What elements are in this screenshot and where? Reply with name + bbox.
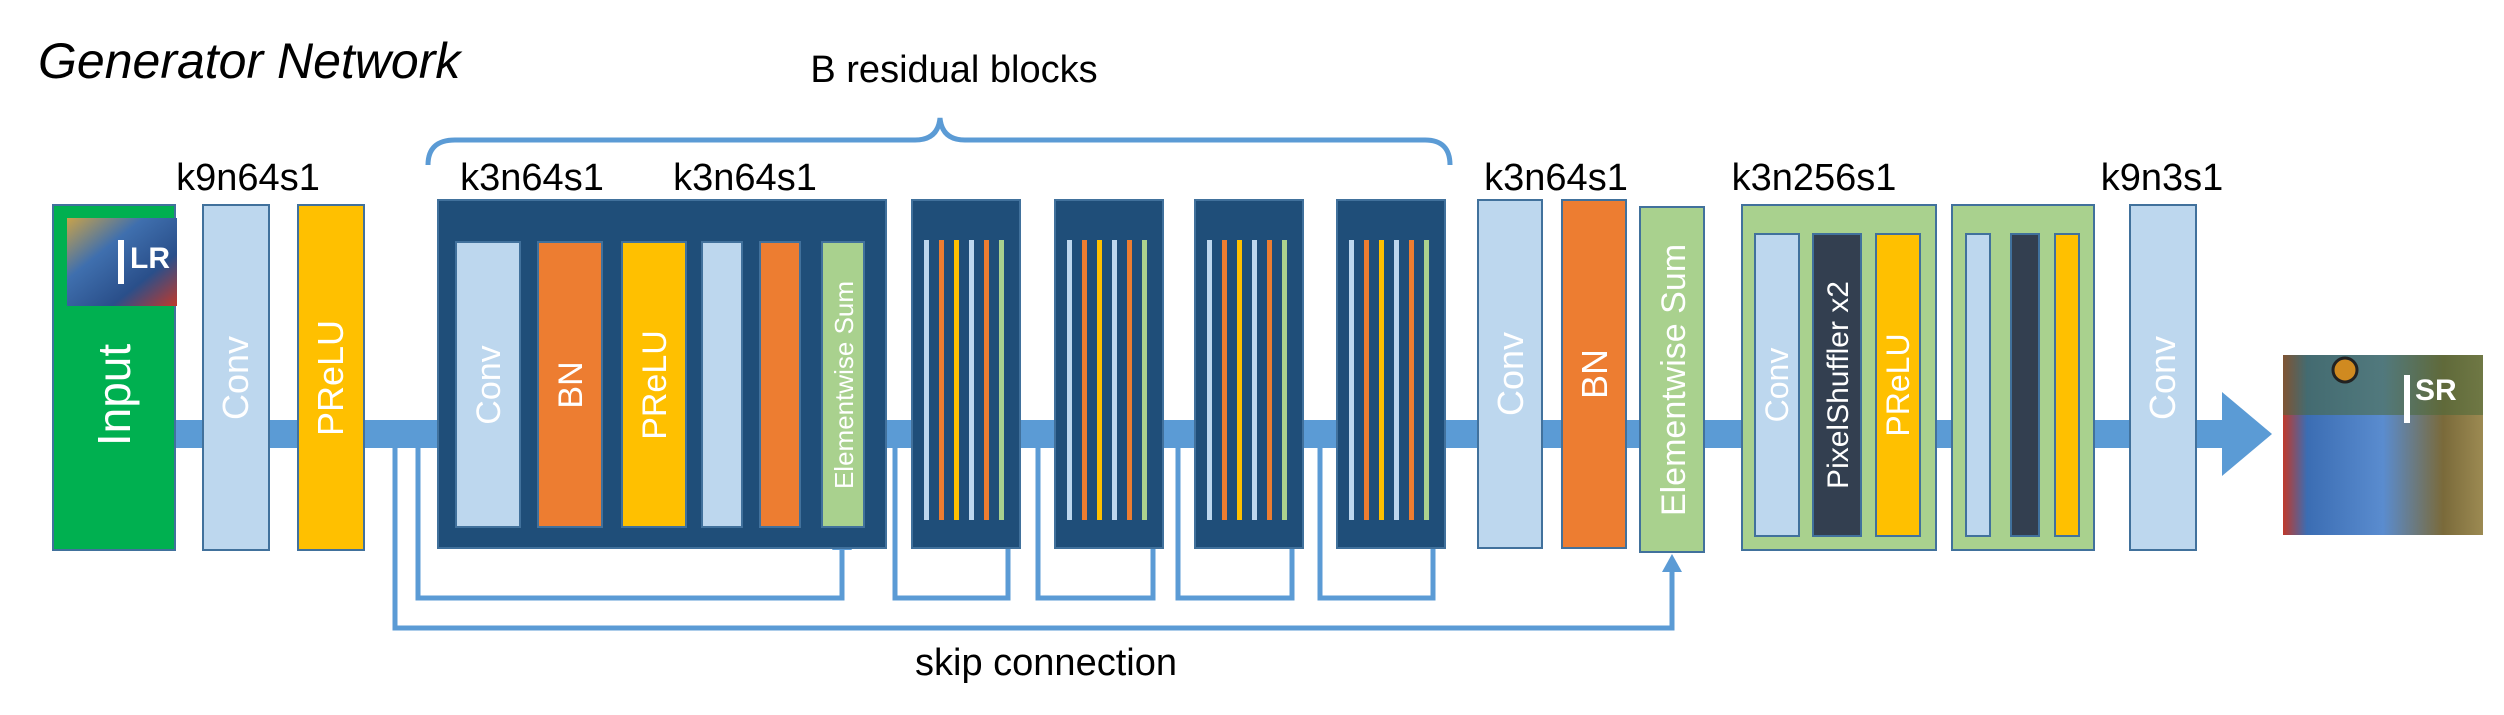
final-conv-block [2129,204,2197,551]
kernel-label-post-conv: k3n64s1 [1484,157,1628,199]
residual-block-4 [1194,199,1304,549]
res-bn-1-label: BN [552,361,590,408]
res-prelu-1-label: PReLU [636,330,674,440]
sr-output-image-top [2283,355,2483,415]
res-conv-1 [455,241,521,528]
residual-block-2 [911,199,1021,549]
final-conv-label: Conv [2142,336,2183,420]
residual-block-5 [1336,199,1446,549]
input-label: Input [88,344,140,447]
pixel-shuffler-2 [2010,233,2040,537]
res-bn-2 [759,241,801,528]
post-elementwise-sum-block [1639,206,1705,553]
upsample-prelu-1-label: PReLU [1880,333,1916,436]
post-conv-block [1477,199,1543,549]
kernel-label-final-conv: k9n3s1 [2101,157,2224,199]
res-bn-1 [537,241,603,528]
post-conv-label: Conv [1490,332,1531,416]
res-elementwise-sum [821,241,865,528]
conv-block-1 [202,204,270,551]
kernel-label-res-conv1: k3n64s1 [460,157,604,199]
residual-brace [425,117,1453,166]
post-bn-label: BN [1574,349,1615,399]
prelu-block-1-label: PReLU [310,320,351,436]
upsample-conv-2 [1965,233,1991,537]
kernel-label-upsample: k3n256s1 [1732,157,1897,199]
upsample-prelu-2 [2054,233,2080,537]
pixel-shuffler-1 [1812,233,1862,537]
pixel-shuffler-1-label: PixelShuffler x2 [1822,281,1855,489]
output-arrowhead [2222,392,2272,476]
diagram-title: Generator Network [38,33,463,89]
upsample-prelu-1 [1875,233,1921,537]
upsample-conv-1 [1754,233,1800,537]
upsample-conv-1-label: Conv [1759,348,1795,423]
mandrill-eye [2331,356,2359,384]
kernel-label-res-conv2: k3n64s1 [673,157,817,199]
residual-block-3 [1054,199,1164,549]
lr-tag: LR [130,242,170,275]
skip-connections [392,448,1675,631]
res-elementwise-sum-label: Elementwise Sum [829,281,859,489]
sr-image-marker [2404,375,2410,423]
lr-image-marker [118,240,124,284]
prelu-block-1 [297,204,365,551]
kernel-label-input-conv: k9n64s1 [176,157,320,199]
sr-tag: SR [2415,374,2457,407]
conv-block-1-label: Conv [215,336,256,420]
brace-label: B residual blocks [810,49,1097,91]
post-bn-block [1561,199,1627,549]
res-conv-1-label: Conv [470,345,508,424]
res-prelu-1 [621,241,687,528]
post-elementwise-sum-label: Elementwise Sum [1655,244,1693,516]
res-conv-2 [701,241,743,528]
skip-connection-label: skip connection [915,642,1177,684]
